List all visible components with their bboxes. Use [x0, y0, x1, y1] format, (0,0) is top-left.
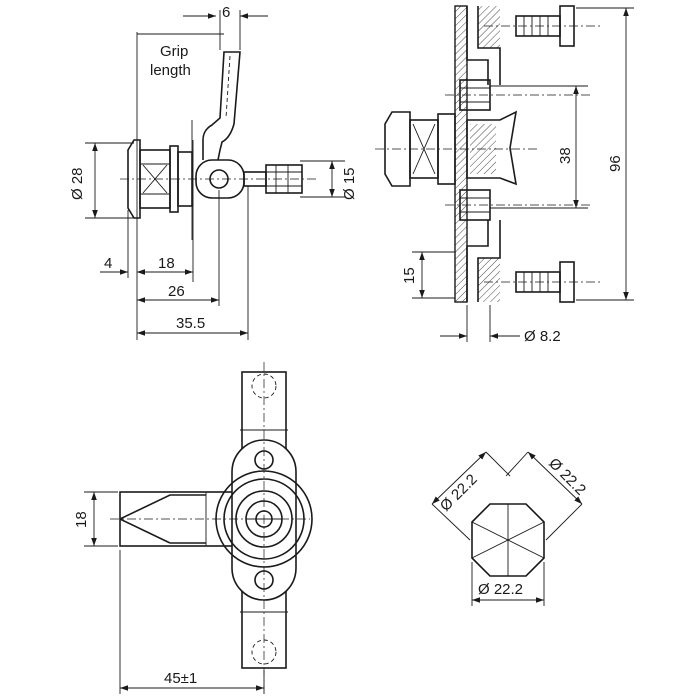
front-view: 18 45±1	[73, 362, 313, 694]
section-view: 38 96 15 Ø 8.2	[375, 5, 634, 345]
cam-arm	[202, 51, 241, 161]
dim-18-label: 18	[158, 255, 175, 272]
cam-block	[195, 159, 245, 199]
lower-nut	[459, 189, 491, 221]
grip-label-line2: length	[150, 62, 191, 79]
grip-label-line1: Grip	[160, 43, 188, 60]
head-bezel	[127, 139, 141, 219]
cutout-dim-bottom-label: Ø 22.2	[478, 581, 523, 598]
panel-section	[454, 5, 468, 303]
dim-4-label: 4	[104, 255, 112, 272]
section-cam	[466, 110, 518, 186]
dim-15-label: 15	[401, 267, 418, 284]
octagon-cutout	[471, 503, 545, 577]
lock-bezel	[384, 111, 411, 187]
dim-6-label: 6	[222, 4, 230, 21]
dim-96-label: 96	[607, 155, 624, 172]
dim-dia8-2-label: Ø 8.2	[524, 328, 561, 345]
panel-cutout: Ø 22.2 Ø 22.2 Ø 22.2	[431, 451, 589, 606]
dim-dia28-label: Ø 28	[69, 167, 86, 200]
dim-dia15-label: Ø 15	[341, 167, 358, 200]
dim-26-label: 26	[168, 283, 185, 300]
dim-35-5-label: 35.5	[176, 315, 205, 332]
front-dim-18-label: 18	[73, 511, 90, 528]
cutout-dim-right-label: Ø 22.2	[545, 455, 589, 499]
dim-38-label: 38	[557, 147, 574, 164]
dim-45-label: 45±1	[164, 670, 197, 687]
side-view: 6 Grip length Ø 28 Ø 15 4 18 26 35.5	[69, 4, 358, 340]
upper-nut	[459, 79, 491, 111]
